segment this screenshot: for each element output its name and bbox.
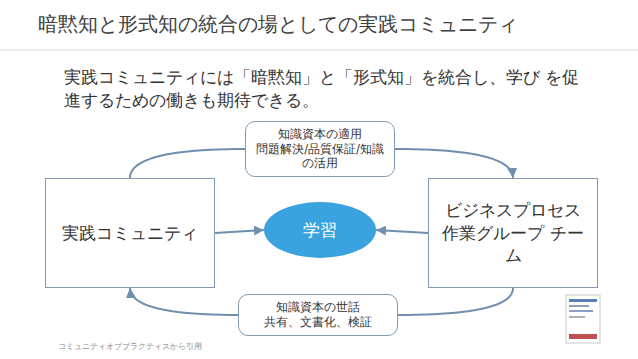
lead-text: 実践コミュニティには「暗黙知」と「形式知」を統合し、学び を促進するための働きも… <box>64 66 594 112</box>
process-box: ビジネスプロセス 作業グループ チーム <box>428 178 598 288</box>
source-note: コミュニティオブプラクティスから引用 <box>58 341 202 352</box>
flow-arrow <box>376 230 428 233</box>
flow-arrow <box>395 149 513 178</box>
node-detail: 問題解決/品質保証/知識 の活用 <box>250 142 390 172</box>
title-rule <box>0 50 638 51</box>
node-label: 知識資本の世話 <box>276 300 360 315</box>
book-cover <box>566 295 600 343</box>
node-detail: 共有、文書化、検証 <box>264 315 372 330</box>
node-label: 実践コミュニティ <box>62 222 198 245</box>
flow-arrow <box>398 288 513 315</box>
flow-arrow <box>215 230 264 233</box>
flow-arrow <box>130 288 238 315</box>
knowledge-tag: 知識資本の適用問題解決/品質保証/知識 の活用 <box>245 121 395 178</box>
process-box: 実践コミュニティ <box>45 178 215 288</box>
slide-title: 暗黙知と形式知の統合の場としての実践コミュニティ <box>38 11 518 38</box>
knowledge-tag: 知識資本の世話共有、文書化、検証 <box>238 294 398 336</box>
node-label: 学習 <box>303 219 337 242</box>
node-label: 知識資本の適用 <box>278 127 362 142</box>
flow-arrow <box>130 149 245 178</box>
learning-circle: 学習 <box>264 202 376 258</box>
node-label: ビジネスプロセス 作業グループ チーム <box>439 199 587 268</box>
